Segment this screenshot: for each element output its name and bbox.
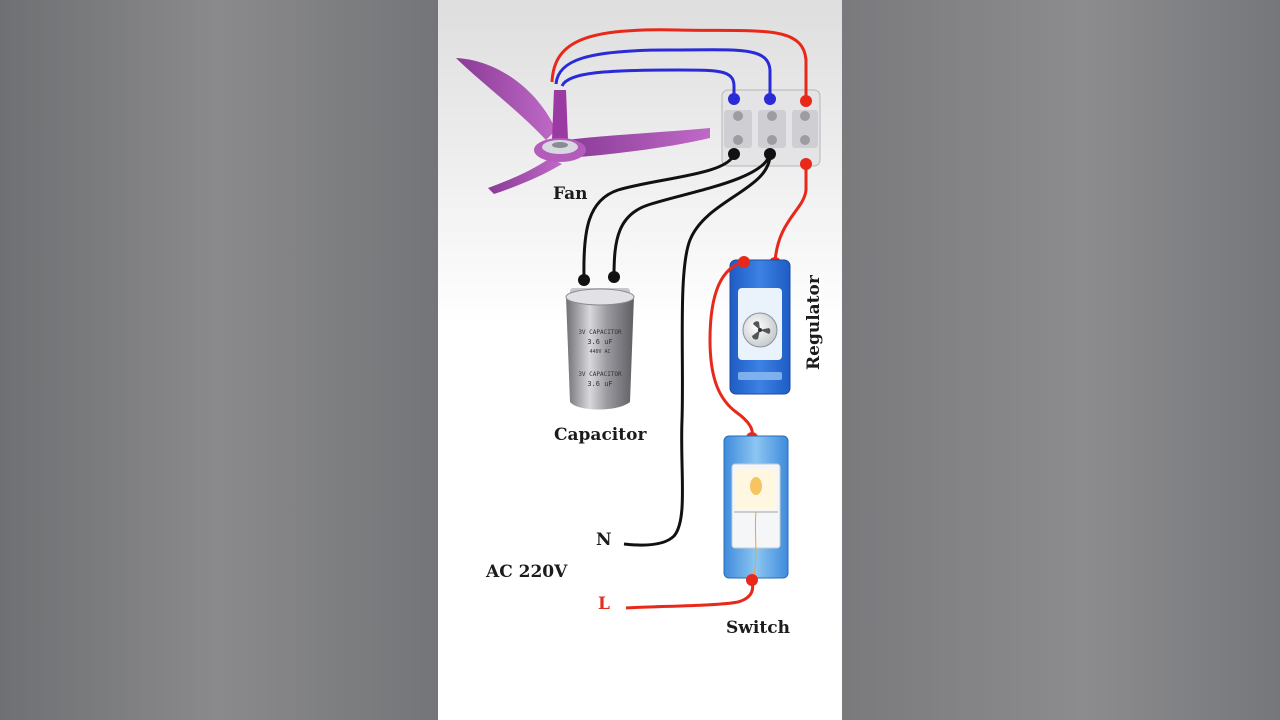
winding-wire-1 <box>554 48 772 98</box>
winding-wire-2 <box>560 68 736 98</box>
switch-icon <box>723 435 789 579</box>
neutral-wire <box>623 155 772 547</box>
fan-blade-icon <box>456 58 710 194</box>
neutral-label: N <box>596 530 612 550</box>
live-wire-switch <box>708 260 754 439</box>
wiring-diagram: 3V CAPACITOR 3.6 uF 440V AC 3V CAPACITOR… <box>438 0 842 720</box>
capacitor-wire-2 <box>612 153 772 277</box>
fan-label: Fan <box>553 184 588 204</box>
switch-label: Switch <box>726 618 790 638</box>
diagram-canvas: 3V CAPACITOR 3.6 uF 440V AC 3V CAPACITOR… <box>456 28 821 610</box>
svg-text:3.6 uF: 3.6 uF <box>587 380 612 388</box>
regulator-icon <box>729 259 791 395</box>
live-wire-supply <box>625 581 755 610</box>
svg-text:3V CAPACITOR: 3V CAPACITOR <box>578 329 622 336</box>
supply-label: AC 220V <box>486 562 568 582</box>
capacitor-icon: 3V CAPACITOR 3.6 uF 440V AC 3V CAPACITOR… <box>565 288 635 410</box>
capacitor-label: Capacitor <box>554 425 647 445</box>
live-wire-regulator <box>773 166 808 263</box>
blurred-background-right <box>842 0 1280 720</box>
live-label: L <box>598 594 610 614</box>
regulator-label: Regulator <box>804 275 824 370</box>
svg-text:3V CAPACITOR: 3V CAPACITOR <box>578 371 622 378</box>
blurred-background-left <box>0 0 438 720</box>
svg-text:440V AC: 440V AC <box>589 349 610 355</box>
capacitor-wire-1 <box>582 153 736 279</box>
svg-text:3.6 uF: 3.6 uF <box>587 338 612 346</box>
terminal-block-icon <box>721 89 821 167</box>
live-wire-top <box>550 28 808 100</box>
